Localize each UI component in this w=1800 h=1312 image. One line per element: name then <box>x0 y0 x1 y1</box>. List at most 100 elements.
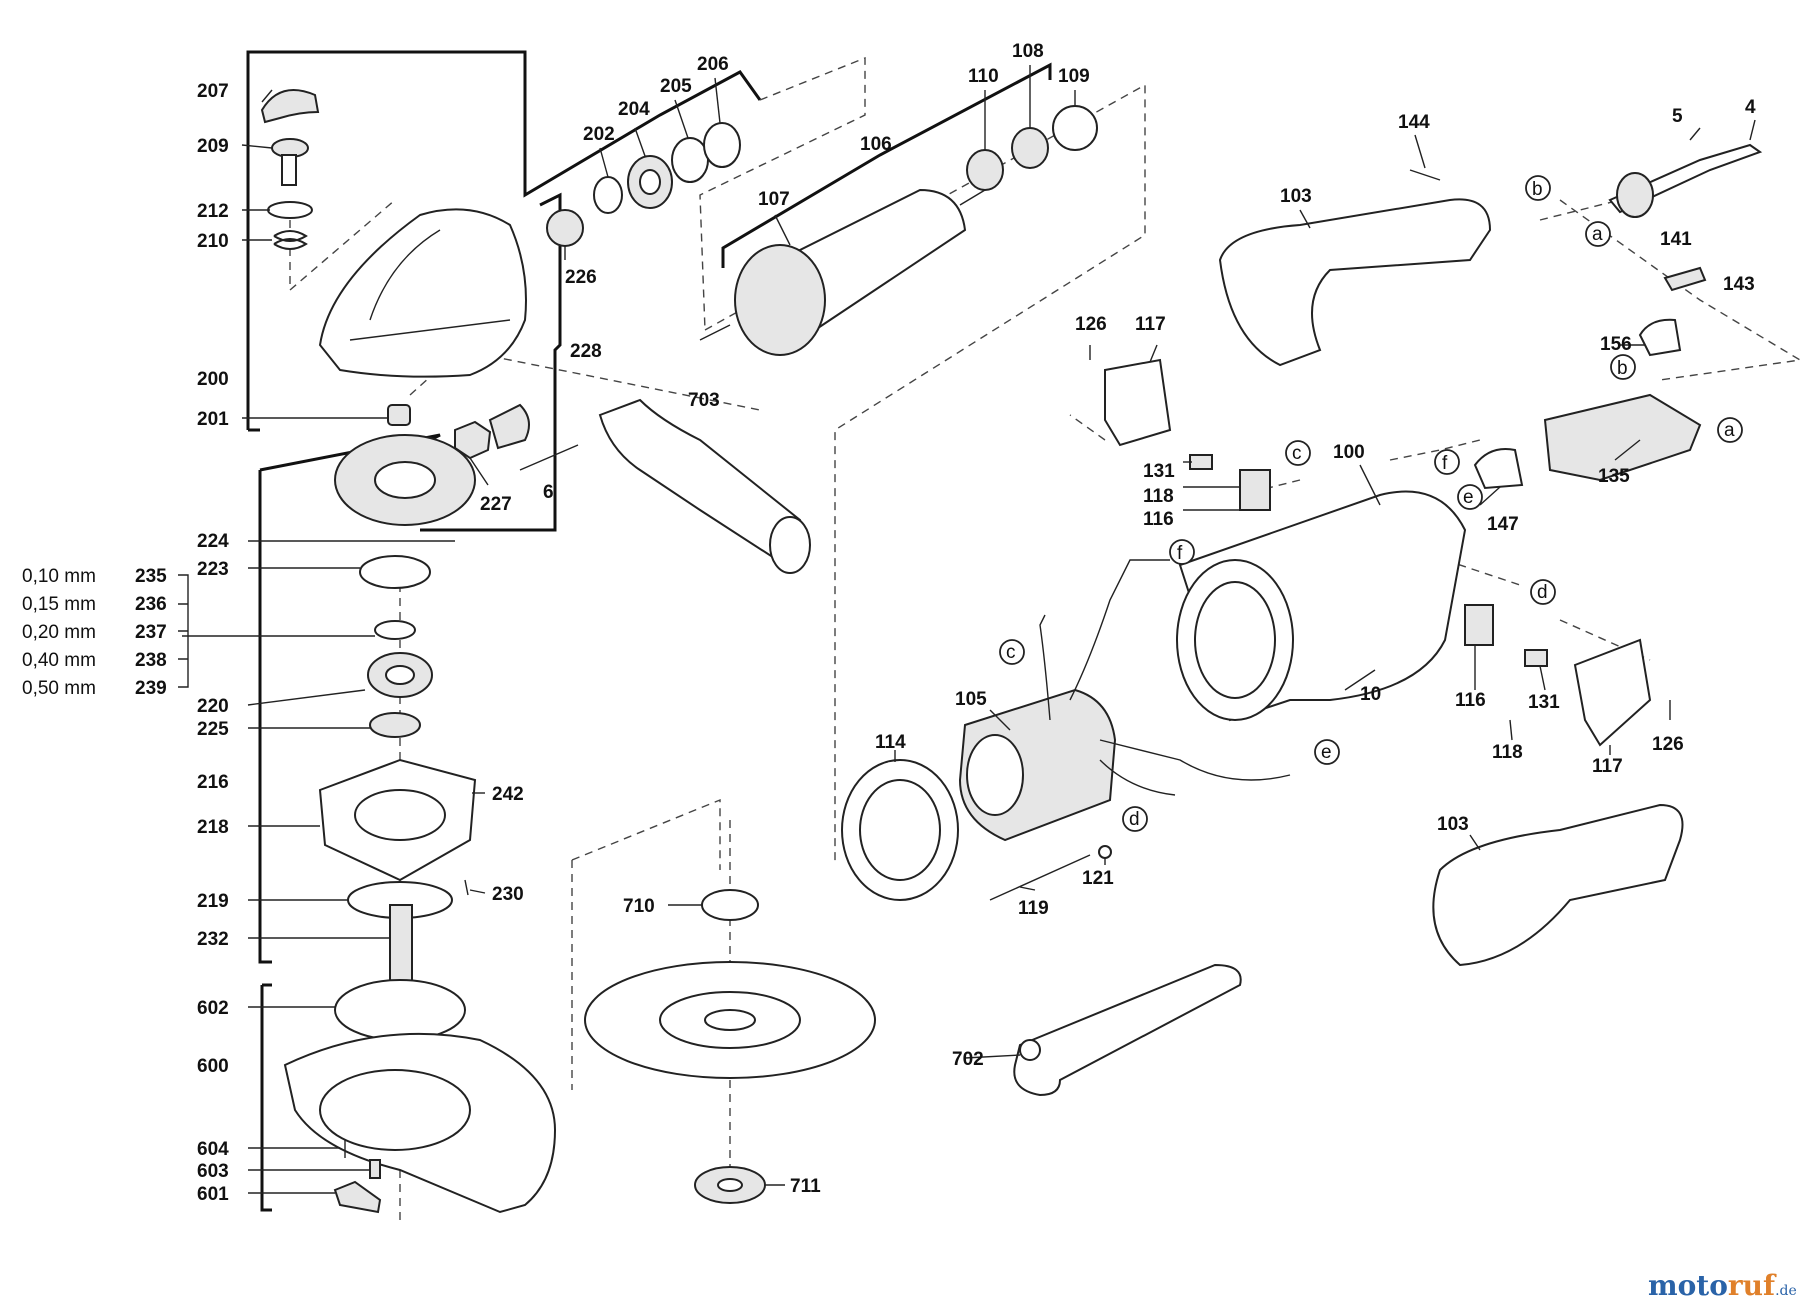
label-144: 144 <box>1398 112 1430 133</box>
label-106: 106 <box>860 134 892 155</box>
label-601: 601 <box>197 1184 229 1205</box>
bearing-110 <box>966 149 1004 191</box>
label-210: 210 <box>197 231 229 252</box>
label-702: 702 <box>952 1049 984 1070</box>
switch-135 <box>1543 393 1702 482</box>
connector-c1: c <box>1292 443 1302 464</box>
watermark-suffix: .de <box>1775 1283 1797 1299</box>
label-131a: 131 <box>1143 461 1175 482</box>
label-116a: 116 <box>1143 509 1174 530</box>
label-131b: 131 <box>1528 692 1560 713</box>
spindle-lock-cap <box>260 89 320 124</box>
label-602: 602 <box>197 998 229 1019</box>
screw-119 <box>989 854 1091 901</box>
connector-c2: c <box>1006 642 1016 663</box>
label-4: 4 <box>1745 97 1756 118</box>
connector-markers: b a b a c f e f c d e d <box>999 175 1743 832</box>
pinion-gear-226 <box>546 209 584 247</box>
label-201: 201 <box>197 409 229 430</box>
label-143: 143 <box>1723 274 1755 295</box>
watermark-part1: moto <box>1648 1269 1728 1302</box>
bushing-201 <box>387 404 411 426</box>
spanner-702 <box>1013 963 1242 1097</box>
connector-b2: b <box>1617 358 1628 379</box>
label-109: 109 <box>1058 66 1090 87</box>
screw-230 <box>464 879 469 896</box>
label-108: 108 <box>1012 41 1044 62</box>
label-117b: 117 <box>1592 756 1623 777</box>
label-103b: 103 <box>1437 814 1469 835</box>
group-brackets <box>246 50 1052 1212</box>
connector-f2: f <box>1177 543 1183 564</box>
watermark-logo: motoruf.de <box>1648 1269 1797 1302</box>
shim-size-235: 0,10 mm <box>22 566 96 587</box>
label-223: 223 <box>197 559 229 580</box>
label-604: 604 <box>197 1139 229 1160</box>
bearing-108 <box>1011 127 1049 169</box>
shim-size-238: 0,40 mm <box>22 650 96 671</box>
label-230: 230 <box>492 884 524 905</box>
shim <box>374 620 416 640</box>
label-600: 600 <box>197 1056 229 1077</box>
label-207: 207 <box>197 81 229 102</box>
label-227: 227 <box>480 494 512 515</box>
label-118a: 118 <box>1143 486 1174 507</box>
brush-holder-116a <box>1239 469 1271 511</box>
seal-225 <box>369 712 421 738</box>
bolt-6 <box>519 444 579 471</box>
label-232: 232 <box>197 929 229 950</box>
label-710: 710 <box>623 896 655 917</box>
label-6: 6 <box>543 482 554 503</box>
connector-a2: a <box>1724 420 1735 441</box>
label-242: 242 <box>492 784 524 805</box>
label-711: 711 <box>790 1176 821 1197</box>
label-220: 220 <box>197 696 229 717</box>
label-219: 219 <box>197 891 229 912</box>
label-237: 237 <box>135 622 167 643</box>
label-205: 205 <box>660 76 692 97</box>
screw-144 <box>1409 169 1441 181</box>
carbon-brush-131a <box>1189 454 1213 470</box>
label-5: 5 <box>1672 106 1683 127</box>
label-114: 114 <box>875 732 906 753</box>
connector-d1: d <box>1537 582 1548 603</box>
part-labels: 207 209 212 210 200 201 202 204 205 206 … <box>22 41 1756 1205</box>
label-103a: 103 <box>1280 186 1312 207</box>
label-100: 100 <box>1333 442 1365 463</box>
label-218: 218 <box>197 817 229 838</box>
spring-210 <box>273 230 308 250</box>
ring-205 <box>671 137 709 183</box>
label-228: 228 <box>570 341 602 362</box>
circlip-206 <box>703 122 741 168</box>
brush-cover-117b <box>1573 638 1652 747</box>
spindle-232 <box>389 904 413 986</box>
label-603: 603 <box>197 1161 229 1182</box>
label-212: 212 <box>197 201 229 222</box>
watermark-part2: ruf <box>1728 1269 1777 1302</box>
pinion-shaft <box>488 403 530 450</box>
washer-202 <box>593 176 623 214</box>
label-156: 156 <box>1600 334 1632 355</box>
armature-fan <box>734 244 826 356</box>
rear-handle-103a <box>1218 198 1492 367</box>
shim-size-239: 0,50 mm <box>22 678 96 699</box>
connector-b1: b <box>1532 179 1543 200</box>
label-119: 119 <box>1018 898 1049 919</box>
label-126b: 126 <box>1652 734 1684 755</box>
label-116b: 116 <box>1455 690 1486 711</box>
stator-wires <box>1039 559 1291 796</box>
parts <box>260 89 1763 1214</box>
label-226: 226 <box>565 267 597 288</box>
label-202: 202 <box>583 124 615 145</box>
label-141: 141 <box>1660 229 1692 250</box>
connector-d2: d <box>1129 809 1140 830</box>
shim-size-236: 0,15 mm <box>22 594 96 615</box>
label-135: 135 <box>1598 466 1630 487</box>
svg-text:motoruf.de: motoruf.de <box>1648 1269 1797 1302</box>
label-206: 206 <box>697 54 729 75</box>
label-110: 110 <box>968 66 999 87</box>
lock-pin <box>281 154 297 186</box>
connector-f1: f <box>1442 453 1448 474</box>
label-147: 147 <box>1487 514 1519 535</box>
